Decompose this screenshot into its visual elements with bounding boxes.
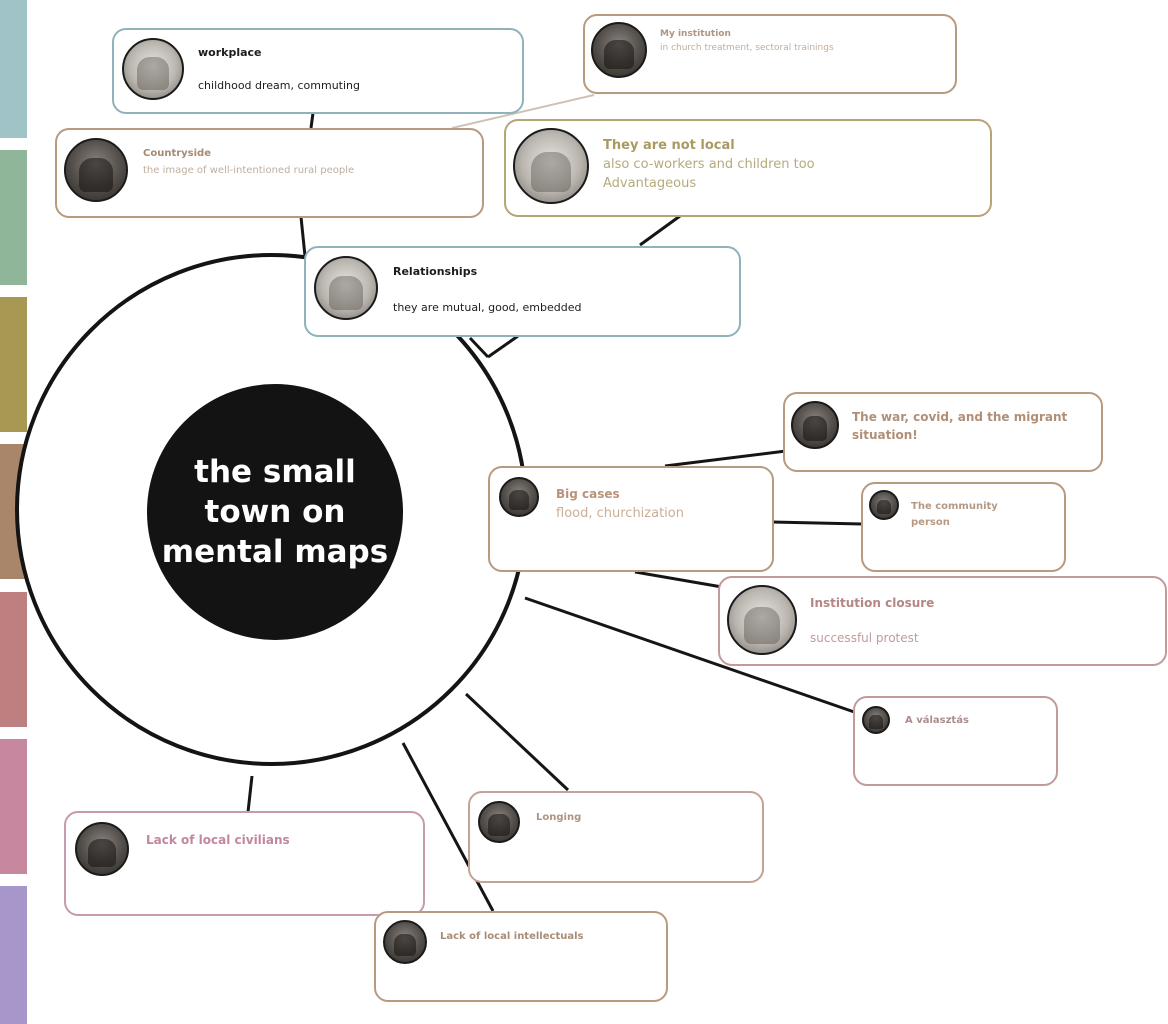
link-longing	[464, 692, 570, 792]
strip-pink	[0, 739, 27, 874]
intellectuals-photo-icon	[383, 920, 427, 964]
closure-text: successful protest	[810, 631, 919, 645]
valasztas-photo-icon	[862, 706, 890, 734]
node-longing[interactable]: Longing	[468, 791, 764, 883]
my-institution-text: in church treatment, sectoral trainings	[660, 43, 834, 53]
strip-teal	[0, 0, 27, 138]
civilians-title: Lack of local civilians	[146, 833, 290, 847]
civilians-photo-icon	[75, 822, 129, 876]
link-workplace	[309, 112, 315, 129]
node-war[interactable]: The war, covid, and the migrant situatio…	[783, 392, 1103, 472]
my-institution-photo-icon	[591, 22, 647, 78]
strip-olive	[0, 297, 27, 432]
node-workplace[interactable]: workplace childhood dream, commuting	[112, 28, 524, 114]
workplace-title: workplace	[198, 46, 262, 59]
countryside-text: the image of well-intentioned rural peop…	[143, 165, 355, 176]
intellectuals-title: Lack of local intellectuals	[440, 931, 584, 942]
my-institution-title: My institution	[660, 29, 731, 39]
node-civilians[interactable]: Lack of local civilians	[64, 811, 425, 916]
center-title: the small town on mental maps	[147, 384, 403, 640]
link-intellectuals	[401, 742, 495, 912]
war-photo-icon	[791, 401, 839, 449]
community-photo-icon	[869, 490, 899, 520]
relationships-photo-icon	[314, 256, 378, 320]
link-relationships-2	[487, 334, 519, 359]
strip-red	[0, 592, 27, 727]
longing-photo-icon	[478, 801, 520, 843]
relationships-title: Relationships	[393, 265, 478, 278]
node-valasztas[interactable]: A választás	[853, 696, 1058, 786]
community-title: The community person	[911, 501, 998, 528]
workplace-text: childhood dream, commuting	[198, 79, 361, 92]
node-not-local[interactable]: They are not local also co-workers and c…	[504, 119, 992, 217]
countryside-title: Countryside	[143, 148, 211, 159]
relationships-text: they are mutual, good, embedded	[393, 301, 582, 314]
node-intellectuals[interactable]: Lack of local intellectuals	[374, 911, 668, 1002]
closure-photo-icon	[727, 585, 797, 655]
link-valasztas	[524, 596, 861, 716]
link-civilians	[246, 775, 254, 813]
valasztas-title: A választás	[905, 715, 969, 726]
big-cases-text: flood, churchization	[556, 506, 684, 521]
not-local-title: They are not local	[603, 138, 735, 153]
link-community	[771, 520, 863, 526]
link-closure	[634, 570, 723, 589]
war-title: The war, covid, and the migrant situatio…	[852, 410, 1068, 442]
closure-title: Institution closure	[810, 596, 935, 610]
big-cases-title: Big cases	[556, 487, 620, 501]
node-closure[interactable]: Institution closure successful protest	[718, 576, 1167, 666]
link-war	[664, 449, 787, 468]
node-my-institution[interactable]: My institution in church treatment, sect…	[583, 14, 957, 94]
link-my-institution	[451, 94, 595, 129]
link-not-local	[639, 214, 681, 247]
not-local-photo-icon	[513, 128, 589, 204]
strip-lavender	[0, 886, 27, 1024]
not-local-text-1: also co-workers and children too	[603, 157, 815, 172]
not-local-text-2: Advantageous	[603, 176, 697, 191]
node-big-cases[interactable]: Big cases flood, churchization	[488, 466, 774, 572]
node-relationships[interactable]: Relationships they are mutual, good, emb…	[304, 246, 741, 337]
node-community[interactable]: The community person	[861, 482, 1066, 572]
big-cases-photo-icon	[499, 477, 539, 517]
workplace-photo-icon	[122, 38, 184, 100]
node-countryside[interactable]: Countryside the image of well-intentione…	[55, 128, 484, 218]
strip-green	[0, 150, 27, 285]
link-relationships	[468, 336, 490, 359]
longing-title: Longing	[536, 812, 582, 823]
link-countryside	[299, 216, 307, 257]
countryside-photo-icon	[64, 138, 128, 202]
